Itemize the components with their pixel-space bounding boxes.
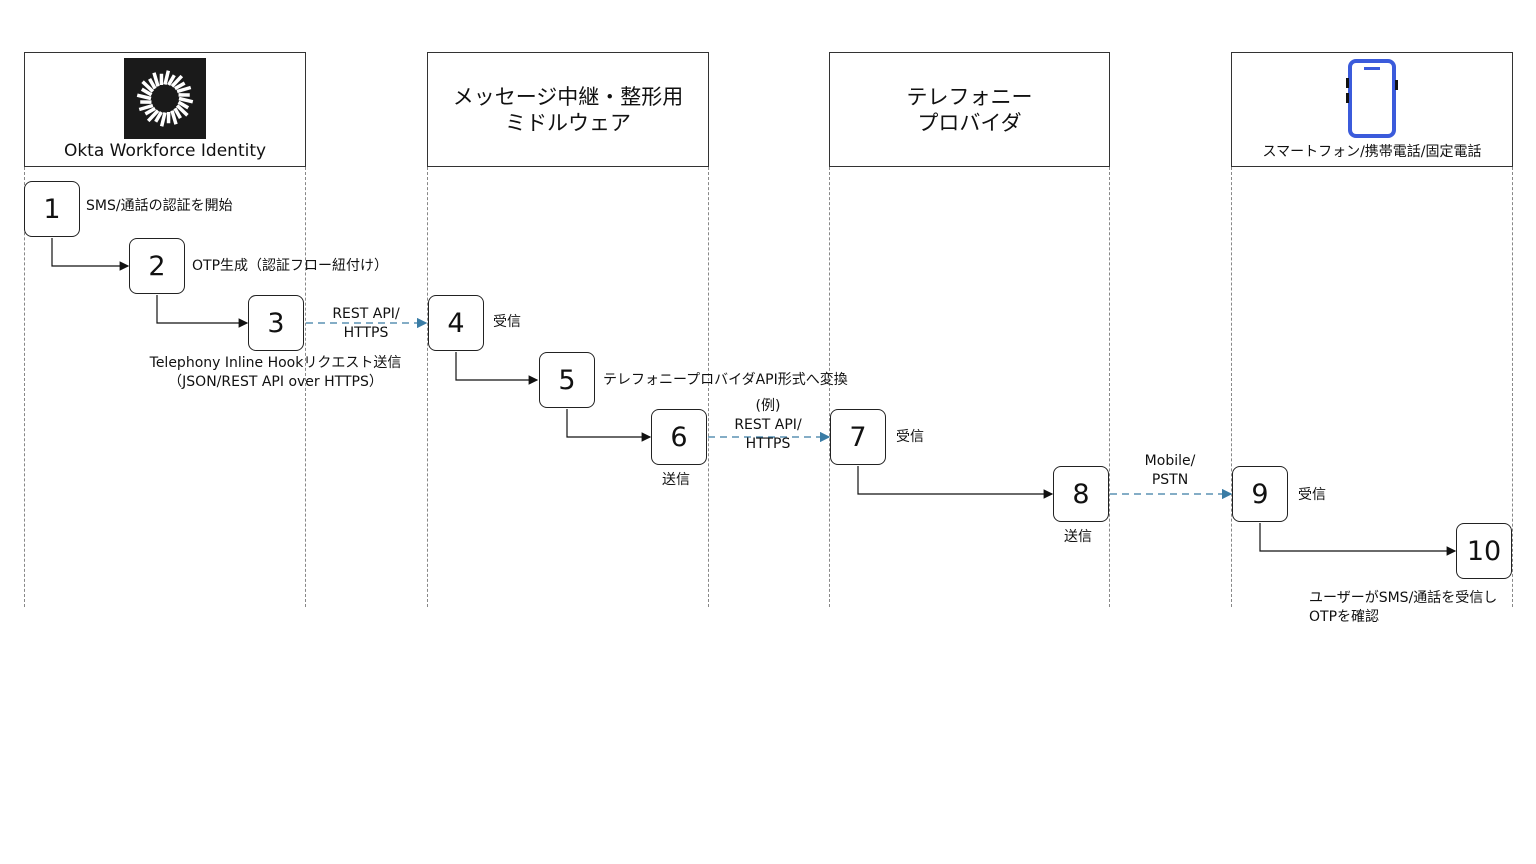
arrow-5-6 xyxy=(566,409,652,442)
lane-header-middleware: メッセージ中継・整形用 ミドルウェア xyxy=(427,52,709,167)
lane-boundary xyxy=(305,167,306,607)
step-1-label: SMS/通話の認証を開始 xyxy=(86,198,233,214)
logo-ray xyxy=(138,103,154,112)
arrow-2-3 xyxy=(156,295,249,328)
logo-ray xyxy=(178,96,194,104)
lane-caption: スマートフォン/携帯電話/固定電話 xyxy=(1262,144,1482,160)
lane-title: メッセージ中継・整形用 ミドルウェア xyxy=(452,84,684,135)
step-5: 5 xyxy=(539,352,595,408)
lane-boundary xyxy=(427,167,428,607)
logo-ray xyxy=(159,112,167,127)
connection-label-6-7: (例) REST API/ HTTPS xyxy=(734,398,802,452)
lane-boundary xyxy=(1512,167,1513,607)
logo-ray xyxy=(163,70,171,85)
lane-header-telephony: テレフォニー プロバイダ xyxy=(829,52,1110,167)
step-5-label: テレフォニープロバイダAPI形式へ変換 xyxy=(603,372,848,388)
step-3: 3 xyxy=(248,295,304,351)
logo-ray xyxy=(174,81,186,91)
step-8: 8 xyxy=(1053,466,1109,522)
logo-ray xyxy=(154,111,163,123)
step-4-label: 受信 xyxy=(493,314,521,330)
step-10-label: ユーザーがSMS/通話を受信し OTPを確認 xyxy=(1309,590,1498,625)
lane-boundary xyxy=(24,167,25,607)
step-4: 4 xyxy=(428,295,484,351)
step-9: 9 xyxy=(1232,466,1288,522)
logo-ray xyxy=(140,87,153,97)
logo-ray xyxy=(144,106,156,116)
step-9-label: 受信 xyxy=(1298,487,1326,503)
logo-ray xyxy=(170,74,184,88)
step-6: 6 xyxy=(651,409,707,465)
step-1: 1 xyxy=(24,181,80,237)
lane-boundary xyxy=(829,167,830,607)
step-2-label: OTP生成（認証フロー紐付け） xyxy=(192,258,389,274)
logo-ray xyxy=(177,100,190,110)
step-6-label: 送信 xyxy=(662,472,690,488)
logo-ray xyxy=(141,80,155,93)
step-7: 7 xyxy=(830,409,886,465)
connection-label-8-9: Mobile/ PSTN xyxy=(1144,453,1196,488)
lane-header-device: スマートフォン/携帯電話/固定電話 xyxy=(1231,52,1513,167)
arrow-9-10 xyxy=(1259,523,1457,556)
logo-ray xyxy=(152,72,160,87)
step-10: 10 xyxy=(1456,523,1512,579)
lane-boundary xyxy=(708,167,709,607)
smartphone-icon xyxy=(1346,59,1398,138)
logo-ray xyxy=(136,93,152,101)
logo-ray xyxy=(175,104,189,117)
step-8-label: 送信 xyxy=(1064,529,1092,545)
arrow-1-2 xyxy=(51,238,130,271)
connection-label-3-4: REST API/ HTTPS xyxy=(332,306,400,341)
logo-ray xyxy=(146,109,160,123)
arrow-4-5 xyxy=(455,352,539,385)
logo-ray xyxy=(176,85,192,94)
lane-boundary xyxy=(1231,167,1232,607)
arrow-7-8 xyxy=(857,466,1054,499)
lane-boundary xyxy=(1109,167,1110,607)
logo-ray xyxy=(170,110,178,125)
logo-ray xyxy=(173,107,182,120)
logo-ray xyxy=(148,77,157,90)
step-7-label: 受信 xyxy=(896,429,924,445)
step-2: 2 xyxy=(129,238,185,294)
lane-header-okta: Okta Workforce Identity xyxy=(24,52,306,167)
lane-caption: Okta Workforce Identity xyxy=(63,141,267,161)
step-3-label: Telephony Inline Hookリクエスト送信 （JSON/REST … xyxy=(149,355,402,390)
lane-title: テレフォニー プロバイダ xyxy=(906,84,1033,135)
logo-ray xyxy=(167,74,176,86)
okta-logo-icon xyxy=(124,58,206,139)
